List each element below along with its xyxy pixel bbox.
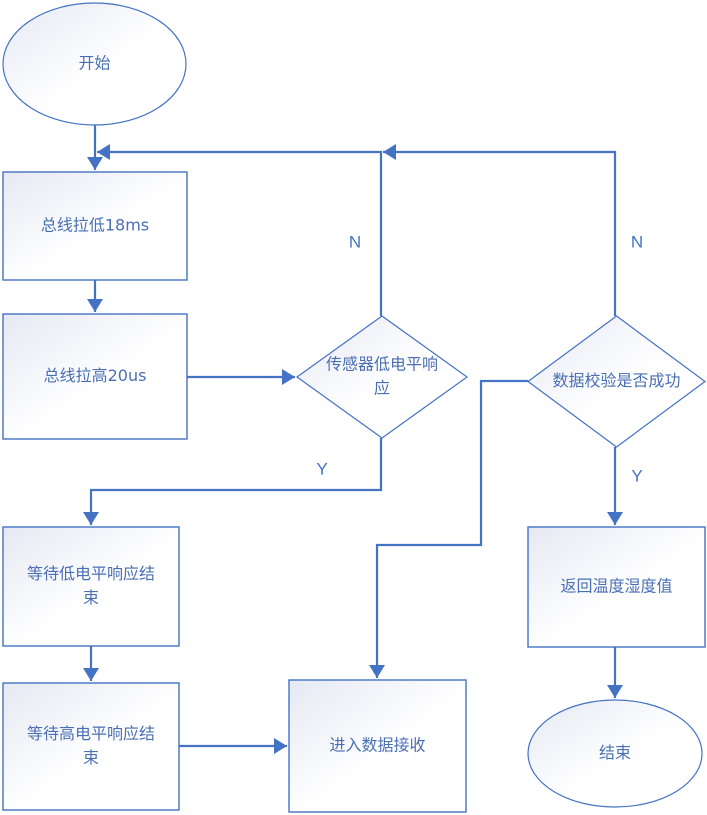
edge-checksum-to-pull_low: [383, 144, 617, 316]
node-label: 总线拉低18ms: [41, 216, 149, 235]
node-pull-high: 总线拉高20us: [2, 313, 188, 440]
process-box: [2, 313, 188, 440]
arrowhead-icon: [282, 369, 295, 385]
arrowhead-icon: [83, 512, 99, 525]
connector-line: [89, 438, 383, 525]
decision-diamond: [526, 315, 707, 448]
terminator-shape: [2, 2, 187, 126]
node-end: 结束: [527, 699, 703, 808]
arrowhead-icon: [83, 668, 99, 681]
edge-label-n: N: [631, 232, 643, 251]
edge-labels-layer: N Y N Y: [316, 232, 643, 485]
node-start: 开始: [2, 2, 187, 126]
edge-sensor_resp-to-wait_low: [83, 438, 383, 525]
arrowhead-icon: [87, 299, 103, 312]
connector-line: [375, 379, 528, 678]
node-pull-low: 总线拉低18ms: [2, 171, 188, 281]
edges-layer: [83, 125, 623, 754]
arrowhead-icon: [97, 144, 110, 160]
edge-label-y: Y: [631, 466, 642, 485]
edge-wait_low-to-wait_high: [83, 646, 99, 681]
node-label: 等待高电平响应结: [27, 724, 155, 743]
connector-line: [383, 150, 617, 316]
arrowhead-icon: [383, 144, 396, 160]
node-label: 开始: [78, 54, 110, 73]
node-label: 结束: [599, 743, 631, 762]
edge-checksum-to-receive: [369, 379, 528, 678]
edge-start-to-pull_low: [87, 125, 103, 170]
node-label: 进入数据接收: [329, 736, 425, 755]
process-box: [288, 679, 467, 813]
edge-label-y: Y: [316, 459, 327, 478]
process-box: [2, 171, 188, 281]
node-label: 总线拉高20us: [44, 366, 147, 385]
decision-diamond: [295, 315, 469, 439]
edge-return_vals-to-end: [607, 647, 623, 698]
arrowhead-icon: [607, 685, 623, 698]
node-checksum: 数据校验是否成功: [526, 315, 707, 448]
node-label: 数据校验是否成功: [552, 371, 680, 390]
arrowhead-icon: [87, 157, 103, 170]
node-label: 等待低电平响应结: [27, 564, 155, 583]
node-label: 束: [83, 748, 99, 767]
terminator-shape: [527, 699, 703, 808]
edge-wait_high-to-receive: [179, 738, 287, 754]
arrowhead-icon: [274, 738, 287, 754]
edge-sensor_resp-to-pull_low: [97, 144, 383, 316]
arrowhead-icon: [369, 665, 385, 678]
edge-pull_low-to-pull_high: [87, 280, 103, 312]
edge-pull_high-to-sensor_resp: [187, 369, 295, 385]
process-box: [527, 526, 706, 648]
process-box: [2, 526, 180, 647]
node-receive: 进入数据接收: [288, 679, 467, 813]
node-return-vals: 返回温度湿度值: [527, 526, 706, 648]
node-label: 返回温度湿度值: [560, 577, 672, 596]
process-box: [2, 682, 180, 811]
node-label: 束: [83, 588, 99, 607]
node-label: 传感器低电平响: [326, 355, 438, 374]
arrowhead-icon: [607, 512, 623, 525]
edge-checksum-to-return_vals: [607, 447, 623, 525]
node-label: 应: [374, 379, 390, 398]
edge-label-n: N: [349, 232, 361, 251]
connector-line: [97, 150, 383, 316]
